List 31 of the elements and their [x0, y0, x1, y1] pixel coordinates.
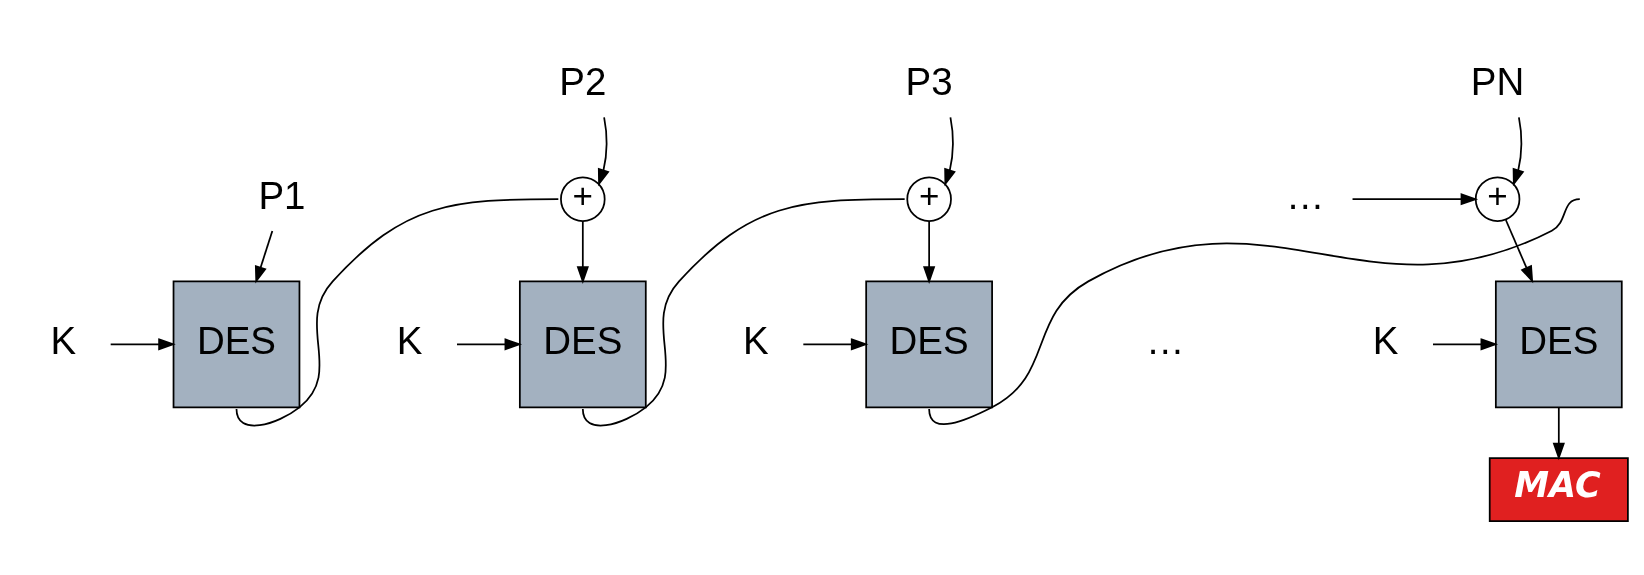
- node-box: DES: [518, 280, 647, 409]
- arrow: [1504, 219, 1534, 284]
- node-circle: +: [560, 176, 606, 222]
- arrow: [109, 338, 176, 351]
- arrow: [923, 220, 936, 284]
- node-text: K: [50, 319, 77, 363]
- arrow: [254, 230, 274, 284]
- node-box: MAC: [1488, 457, 1629, 522]
- node-box: DES: [865, 280, 993, 409]
- arrow: [456, 338, 523, 351]
- arrow: [597, 116, 610, 187]
- arrow: [576, 220, 589, 284]
- node-text: P1: [258, 173, 306, 217]
- node-text: K: [396, 319, 423, 363]
- node-text: …: [1285, 173, 1325, 217]
- arrow: [1432, 338, 1499, 351]
- node-circle: +: [906, 176, 952, 222]
- arrow: [944, 116, 956, 187]
- arrow: [1351, 193, 1479, 206]
- node-box: DES: [1494, 280, 1623, 409]
- arrow: [802, 338, 869, 351]
- node-text: P2: [559, 60, 607, 104]
- arrow: [1512, 116, 1525, 187]
- node-box: DES: [172, 280, 301, 409]
- arrow: [1552, 406, 1565, 461]
- node-text: P3: [905, 60, 953, 104]
- label: …: [1146, 319, 1185, 363]
- node-text: PN: [1470, 60, 1525, 104]
- node-text: K: [743, 319, 769, 363]
- node-circle: +: [1474, 176, 1521, 222]
- node-text: K: [1372, 319, 1399, 363]
